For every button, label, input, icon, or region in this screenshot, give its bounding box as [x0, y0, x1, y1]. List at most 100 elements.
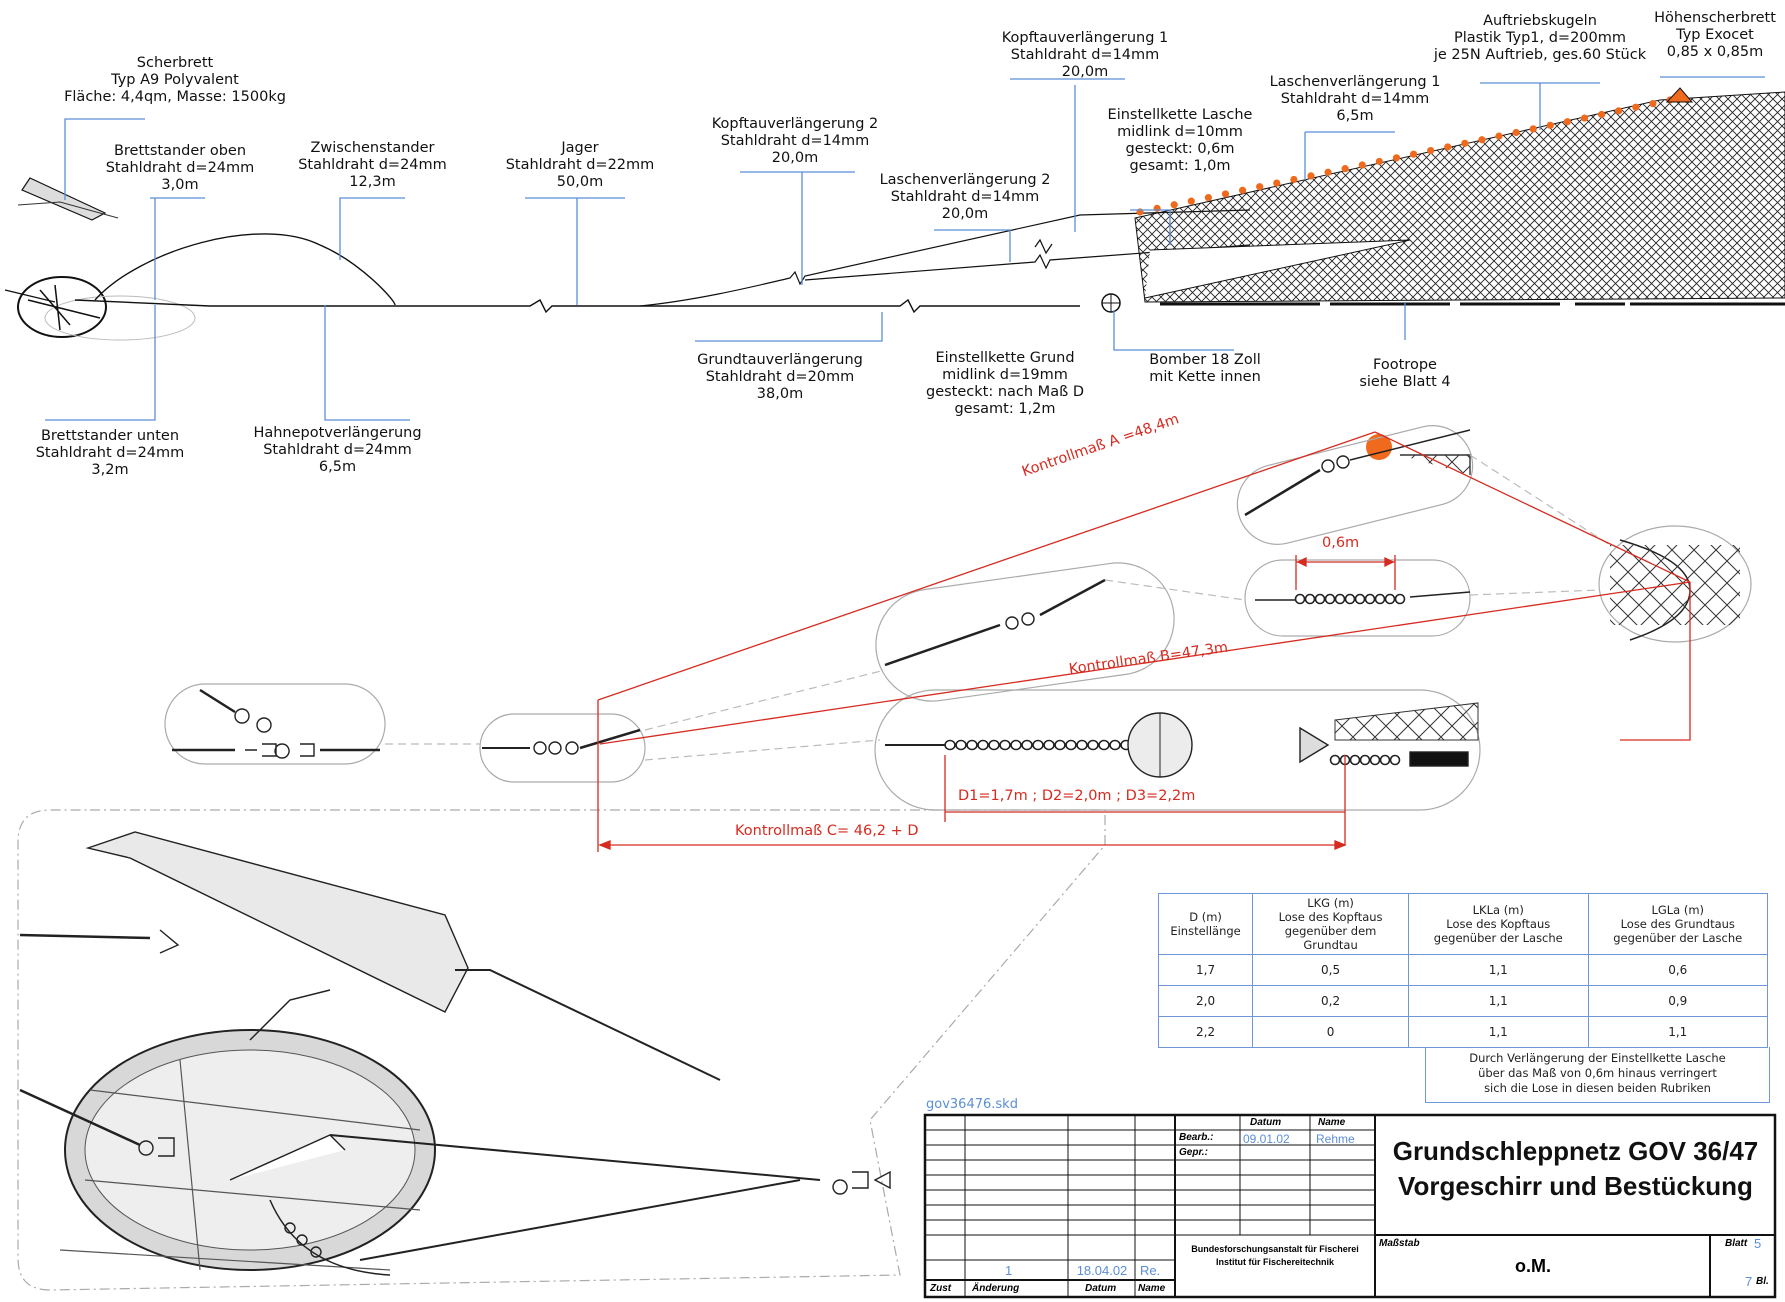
- chain-link: [1329, 754, 1341, 766]
- tb-bl-value: 7: [1745, 1274, 1753, 1289]
- chain-link: [966, 739, 978, 751]
- exocet-kite: [1665, 87, 1694, 103]
- detail-hardware: [19, 429, 1740, 1276]
- kontroll-dimensions: [597, 431, 1691, 852]
- float-ball: [1221, 190, 1230, 198]
- overview-gear: [4, 87, 1785, 460]
- tb-bearb-date: 09.01.02: [1243, 1132, 1290, 1146]
- chain-link: [1359, 754, 1371, 766]
- float-ball: [1546, 121, 1554, 129]
- lose-table: D (m)Einstellänge LKG (m)Lose des Kopfta…: [1157, 893, 1768, 1048]
- chain-link: [988, 739, 1000, 751]
- tb-institute-1: Bundesforschungsanstalt für Fischerei: [1191, 1244, 1359, 1254]
- tb-bearb-label: Bearb.:: [1179, 1132, 1214, 1143]
- table-cell: 0,9: [1587, 985, 1768, 1017]
- chain-link: [1324, 593, 1336, 605]
- float-ball: [1341, 165, 1349, 173]
- table-cell: 1,1: [1408, 985, 1589, 1017]
- tb-institute-2: Institut für Fischereitechnik: [1215, 1257, 1335, 1267]
- chain-link: [1344, 593, 1356, 605]
- float-ball: [1238, 186, 1247, 194]
- chain-link: [1374, 593, 1386, 605]
- tb-blatt-value: 5: [1754, 1236, 1762, 1251]
- table-cell: 2,2: [1157, 1016, 1254, 1048]
- table-cell: 1,1: [1587, 1016, 1768, 1048]
- chain-link: [1369, 754, 1381, 766]
- chain-link: [1384, 593, 1396, 605]
- chain-link: [1065, 739, 1077, 751]
- kontroll-gap-label: 0,6m: [1322, 535, 1360, 551]
- otter-board-small: [21, 177, 107, 221]
- float-ball: [1358, 161, 1366, 169]
- table-cell: 1,1: [1408, 1016, 1589, 1048]
- float-ball: [1649, 100, 1657, 108]
- float-ball: [1290, 175, 1298, 184]
- table-row: 2,0 0,2 1,1 0,9: [1157, 985, 1768, 1017]
- otter-board-shadow: [44, 295, 196, 341]
- chain-link: [1394, 593, 1406, 605]
- tb-col-aenderung: Änderung: [972, 1283, 1020, 1294]
- chain-link: [1021, 739, 1033, 751]
- float-ball: [1187, 197, 1195, 205]
- float-ball: [1427, 146, 1435, 155]
- chain-link: [977, 739, 989, 751]
- tb-col-datum: Datum: [1085, 1283, 1117, 1294]
- table-header-d: D (m)Einstellänge: [1157, 893, 1254, 955]
- tb-massstab-value: o.M.: [1515, 1256, 1551, 1276]
- footrope-block: [1409, 751, 1469, 767]
- chain-link: [1098, 739, 1110, 751]
- tb-gepr-label: Gepr.:: [1179, 1147, 1208, 1158]
- float-ball: [1324, 168, 1332, 176]
- chain-link: [1334, 593, 1346, 605]
- connector-lines: [385, 454, 1611, 761]
- table-row: 2,2 0 1,1 1,1: [1157, 1016, 1768, 1048]
- table-cell: 1,1: [1408, 954, 1589, 986]
- table-cell: 0,6: [1587, 954, 1768, 986]
- float-ball: [1615, 107, 1623, 115]
- float-ball: [1392, 154, 1401, 162]
- drawing-title-2: Vorgeschirr und Bestückung: [1398, 1171, 1753, 1201]
- chain-link: [1389, 754, 1401, 766]
- float-ball: [1153, 204, 1161, 212]
- tb-rev-name: Re.: [1140, 1263, 1161, 1278]
- float-ball: [1563, 118, 1572, 126]
- otter-board-detail-top: [85, 831, 469, 1013]
- float-ball: [1409, 150, 1418, 158]
- chain-link: [1032, 739, 1044, 751]
- float-ball: [1529, 125, 1537, 133]
- chain-link: [1364, 593, 1376, 605]
- tb-rev-zust: 1: [1005, 1263, 1013, 1278]
- otter-board-ellipse: [17, 276, 107, 338]
- chain-link: [1087, 739, 1099, 751]
- chain-link: [944, 739, 956, 751]
- chain-link: [1043, 739, 1055, 751]
- table-header-row: D (m)Einstellänge LKG (m)Lose des Kopfta…: [1157, 893, 1768, 955]
- kontroll-d-label: D1=1,7m ; D2=2,0m ; D3=2,2m: [958, 788, 1196, 804]
- float-ball: [1632, 103, 1640, 111]
- float-ball: [1256, 183, 1264, 191]
- table-note: Durch Verlängerung der Einstellkette Las…: [1425, 1047, 1770, 1103]
- table-row: 1,7 0,5 1,1 0,6: [1157, 954, 1768, 986]
- float-ball: [1273, 179, 1281, 187]
- float-ball: [1204, 193, 1212, 202]
- table-cell: 0,5: [1252, 954, 1410, 986]
- float-ball-detail: [1366, 434, 1392, 460]
- drawing-title-1: Grundschleppnetz GOV 36/47: [1392, 1136, 1759, 1166]
- tb-blatt-label: Blatt: [1725, 1238, 1748, 1249]
